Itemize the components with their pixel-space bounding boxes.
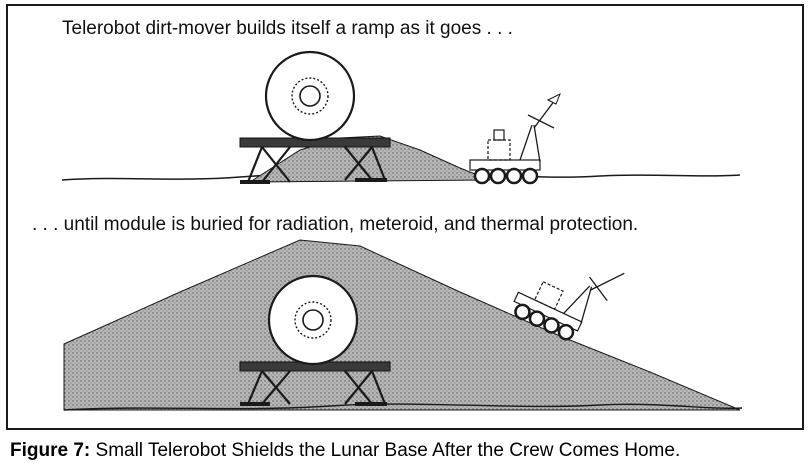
figure-label: Figure 7:: [10, 440, 91, 461]
lander-module-top: [239, 50, 391, 184]
figure-frame: [6, 4, 804, 430]
dirt-mound-full: [63, 239, 741, 411]
bottom-scene-caption: . . . until module is buried for radiati…: [32, 214, 639, 235]
figure-caption: Figure 7: Small Telerobot Shields the Lu…: [10, 440, 680, 462]
telerobot-top: [469, 92, 561, 185]
top-scene: [61, 50, 741, 185]
figure-title: Small Telerobot Shields the Lunar Base A…: [95, 440, 681, 461]
ground-line-bottom: [63, 403, 743, 411]
top-scene-caption: Telerobot dirt-mover builds itself a ram…: [62, 18, 513, 39]
bottom-scene: [63, 239, 743, 411]
lander-module-bottom: [239, 274, 391, 406]
telerobot-bottom: [513, 272, 625, 341]
